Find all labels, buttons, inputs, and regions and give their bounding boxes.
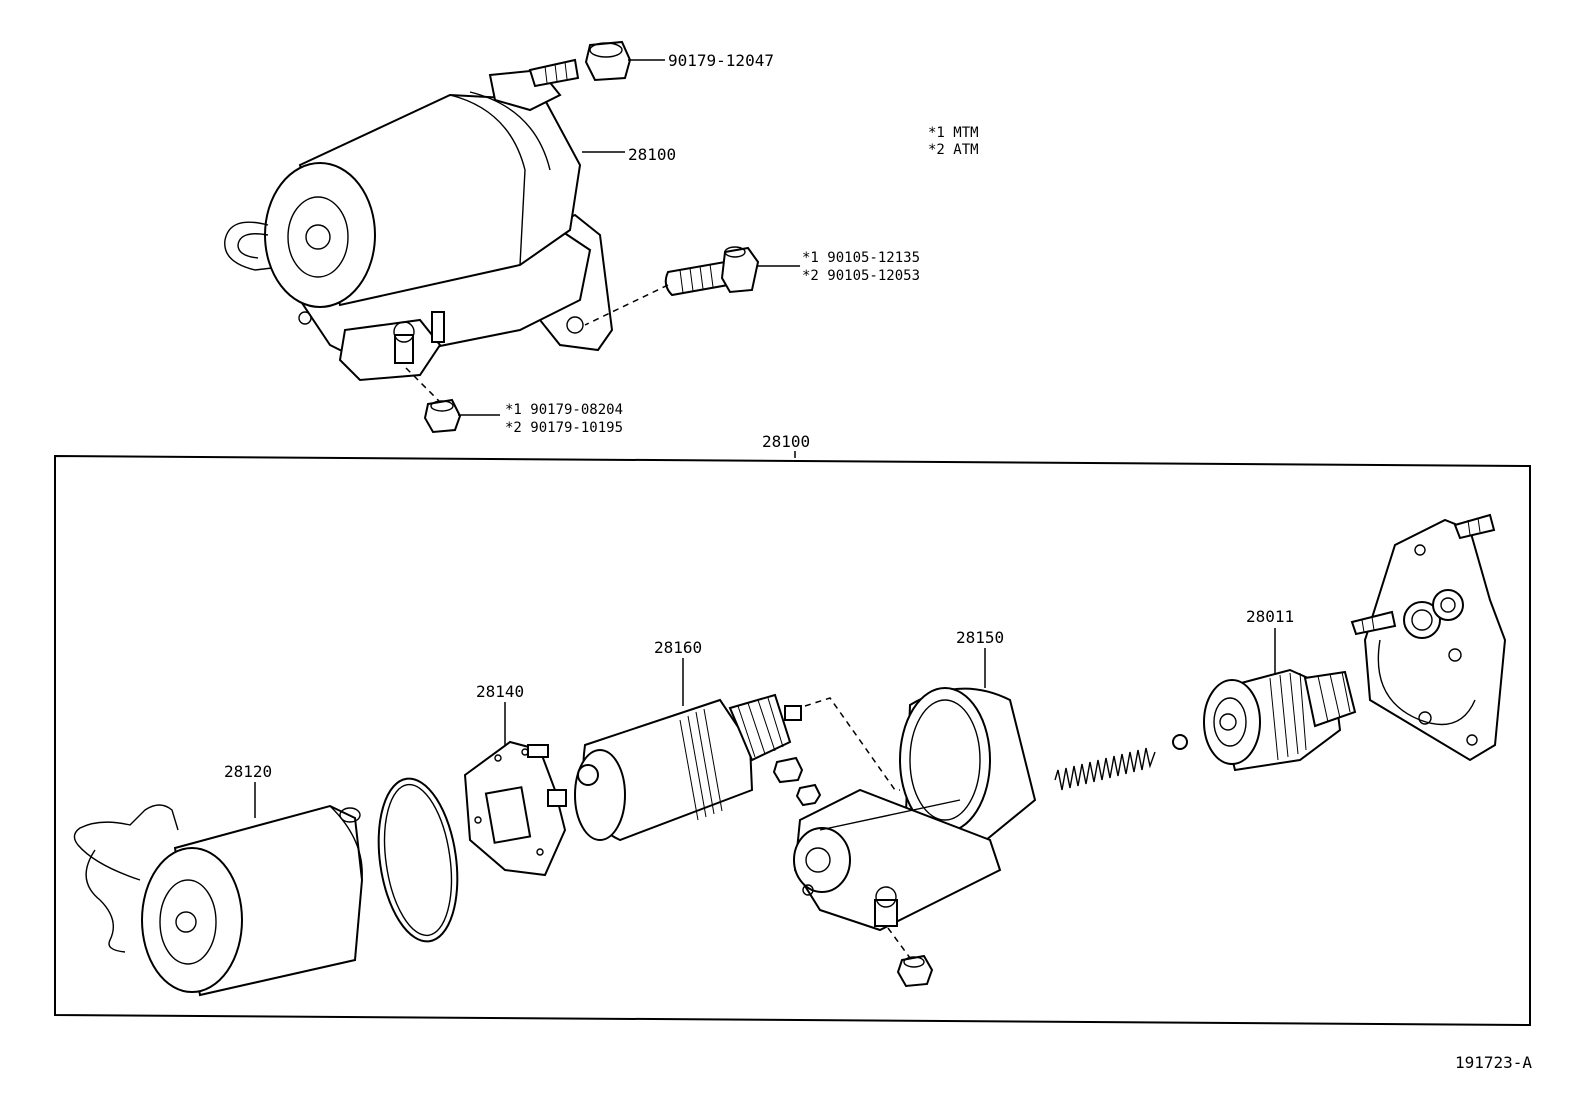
- drive-housing-part: [1350, 513, 1507, 762]
- seal-part: [772, 756, 822, 807]
- brush-holder-label: 28140: [476, 682, 524, 701]
- terminal-nut-part: [423, 398, 462, 434]
- starter-assembly-drawing: [224, 58, 614, 382]
- note-atm: *2 ATM: [928, 142, 979, 158]
- bolt-label-atm: *2 90105-12053: [802, 268, 920, 284]
- terminal-nut-label-atm: *2 90179-10195: [505, 420, 623, 436]
- figure-id-label: 191723-A: [1455, 1053, 1532, 1072]
- starter-clutch-label: 28011: [1246, 607, 1294, 626]
- mounting-bolt-part: [664, 246, 760, 297]
- terminal-nut-label-mtm: *1 90179-08204: [505, 402, 623, 418]
- top-nut-part: [584, 40, 632, 82]
- yoke-part: [73, 804, 364, 997]
- yoke-label: 28120: [224, 762, 272, 781]
- top-nut-label: 90179-12047: [668, 51, 774, 70]
- box-title-label: 28100: [762, 432, 810, 451]
- spring-part: [1054, 747, 1156, 791]
- switch-terminal-nut-part: [896, 954, 934, 988]
- brush-holder-part: [463, 740, 567, 877]
- o-ring-part: [377, 777, 459, 943]
- magnetic-switch-label: 28150: [956, 628, 1004, 647]
- armature-part: [574, 693, 802, 842]
- magnetic-switch-part: [793, 687, 1037, 932]
- note-mtm: *1 MTM: [928, 125, 979, 141]
- top-assembly-label: 28100: [628, 145, 676, 164]
- bolt-label-mtm: *1 90105-12135: [802, 250, 920, 266]
- armature-label: 28160: [654, 638, 702, 657]
- starter-clutch-part: [1203, 668, 1357, 772]
- steel-ball-part: [1172, 734, 1188, 750]
- exploded-view-frame: [54, 454, 1531, 1027]
